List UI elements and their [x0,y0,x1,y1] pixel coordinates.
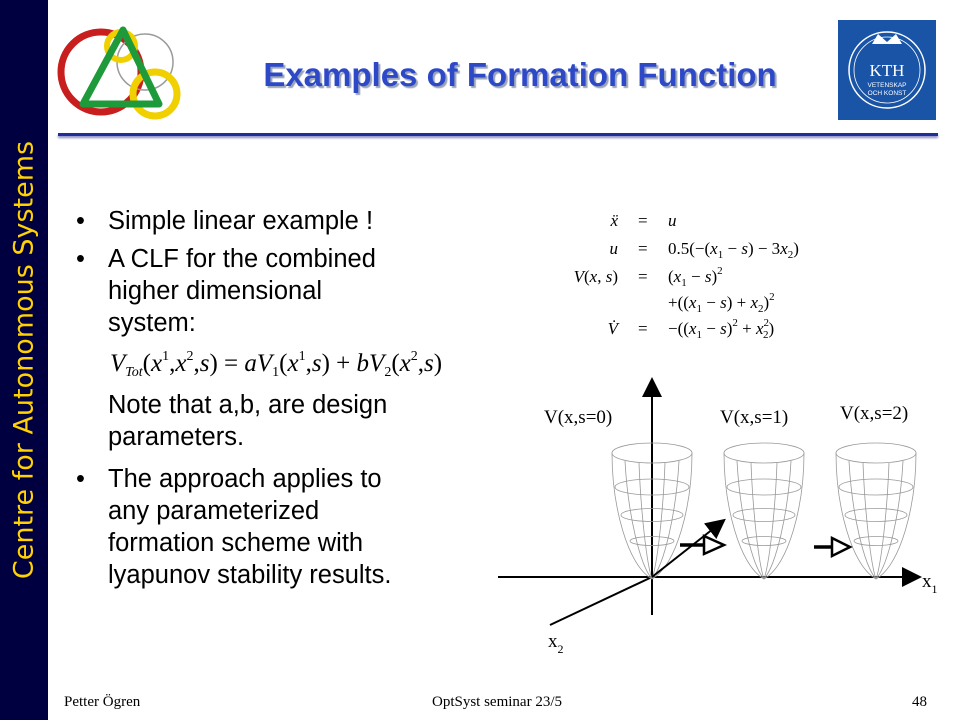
bullet-text-line: A CLF for the combined [108,245,376,273]
sidebar: Centre for Autonomous Systems [0,0,48,720]
svg-text:u: u [610,239,619,258]
svg-text:u: u [668,211,677,230]
shift-arrow-2 [814,535,853,559]
footer-event: OptSyst seminar 23/5 [432,694,562,710]
bullet-text-line: any parameterized [108,497,320,525]
svg-text:=: = [638,267,648,286]
axis-x1-label: x1 [922,571,938,596]
vtot-equation: VTot(x1,x2,s) = aV1(x1,s) + bV2(x2,s) [110,349,442,379]
dynamics-equations: ẍ = u u = 0.5(−(x1 − s) − 3x2) V(x, s) =… [574,211,799,341]
shift-arrow-1 [680,534,728,556]
footer-author: Petter Ögren [64,694,141,710]
note-text: Note that a,b, are design parameters. [76,389,476,453]
svg-text:+((x1 − s) + x2)2: +((x1 − s) + x2)2 [668,291,775,315]
shift-arrow [651,518,726,578]
bullet-item: • The approach applies to any parameteri… [76,463,476,591]
title-divider [58,133,938,136]
label-s0: V(x,s=0) [544,407,612,428]
bullet-text-line: The approach applies to [108,465,382,493]
svg-text:=: = [638,319,648,338]
svg-text:VTot(x1,x2,s) = aV1(x1,s) + bV: VTot(x1,x2,s) = aV1(x1,s) + bV2(x2,s) [110,349,442,379]
svg-text:V̇: V̇ [608,319,621,338]
potential-bowl-s2 [835,442,917,580]
bullet-list: • Simple linear example ! • A CLF for th… [76,205,476,597]
svg-text:−((x1 − s)2 + x22): −((x1 − s)2 + x22) [668,317,774,341]
kth-logo-motto-1: VETENSKAP [867,82,906,89]
bullet-text: Simple linear example ! [108,207,374,235]
bullet-dot: • [76,207,85,235]
bullet-item: • A CLF for the combined higher dimensio… [76,243,476,339]
svg-text:ẍ: ẍ [609,211,618,230]
bullet-text-line: higher dimensional [108,277,323,305]
sidebar-label: Centre for Autonomous Systems [8,140,40,580]
svg-text:V(x, s): V(x, s) [574,267,618,286]
page-title: Examples of Formation Function [263,56,777,93]
label-s1: V(x,s=1) [720,407,788,428]
bullet-text-line: formation scheme with [108,529,364,557]
note-line: parameters. [108,423,245,451]
svg-text:=: = [638,211,648,230]
bullet-item: • Simple linear example ! [76,205,476,237]
svg-text:0.5(−(x1 − s) − 3x2): 0.5(−(x1 − s) − 3x2) [668,239,799,261]
kth-logo-motto-2: OCH KONST [868,90,907,97]
kth-logo-icon: KTH VETENSKAP OCH KONST [838,20,936,120]
svg-text:=: = [638,239,648,258]
kth-logo-text: KTH [870,61,905,80]
x2-axis [549,576,653,626]
cas-logo-icon [57,26,181,120]
svg-text:(x1 − s)2: (x1 − s)2 [668,265,723,289]
note-line: Note that a,b, are design [108,391,388,419]
formation-potential-figure: V(x,s=0) V(x,s=1) V(x,s=2) x1 x2 [498,377,938,656]
potential-bowl-s1 [723,442,805,580]
axis-x2-label: x2 [548,631,564,656]
bullet-dot: • [76,245,85,273]
bullet-dot: • [76,465,85,493]
label-s2: V(x,s=2) [840,403,908,424]
bullet-text-line: lyapunov stability results. [108,561,392,589]
footer-page-number: 48 [912,694,927,710]
bullet-text-line: system: [108,309,196,337]
